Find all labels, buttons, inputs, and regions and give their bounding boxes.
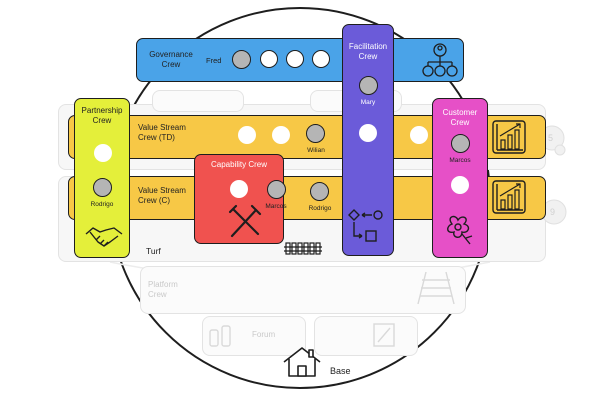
vs-td-slot-2 [272,126,290,144]
handshake-icon [85,227,123,247]
governance-title: Governance Crew [149,50,193,69]
capability-member-avatar[interactable] [267,180,286,199]
partnership-member-name: Rodrigo [90,201,114,208]
value-stream-td-title: Value Stream Crew (TD) [138,123,186,142]
top-left-ghost [152,90,244,112]
facilitation-member-name: Mary [360,99,376,106]
growth-chart-icon [492,180,526,214]
capability-slot-1 [230,180,248,198]
forum-right-ghost [314,316,418,356]
customer-member-name: Marcos [449,157,471,164]
platform-crew-ghost [140,266,466,314]
governance-slot-1 [260,50,278,68]
facilitation-title: Facilitation Crew [348,42,388,61]
tools-icon [228,204,262,238]
governance-member-name: Fred [206,56,222,65]
vs-td-member-name: Wilian [307,147,325,154]
badge-top-label: 5 [548,133,554,143]
platform-crew-label: Platform Crew [148,280,178,299]
base-label: Base [330,366,351,376]
org-chart-icon [422,43,458,77]
capability-member-name: Marcos [265,203,287,210]
governance-slot-3 [312,50,330,68]
badge-bottom-label: 9 [550,207,556,217]
customer-member-avatar[interactable] [451,134,470,153]
forum-left-ghost [202,316,306,356]
forum-label: Forum [252,330,276,339]
turf-label: Turf [146,246,161,256]
growth-chart-icon [492,120,526,154]
flow-icon [348,209,383,242]
customer-slot-1 [451,176,469,194]
facilitation-slot-1 [359,124,377,142]
partnership-slot-1 [94,144,112,162]
vs-td-slot-3 [410,126,428,144]
partnership-title: Partnership Crew [81,106,123,125]
capability-title: Capability Crew [210,160,268,169]
vs-td-member-avatar[interactable] [306,124,325,143]
governance-slot-2 [286,50,304,68]
flower-icon [447,215,473,245]
badge-top [539,125,566,156]
fence-icon [284,242,322,255]
customer-title: Customer Crew [442,108,478,127]
rail-icon [417,271,455,305]
vs-c-member-name: Rodrigo [308,205,332,212]
facilitation-member-avatar[interactable] [359,76,378,95]
value-stream-c-title: Value Stream Crew (C) [138,186,186,205]
forum-icon [209,325,231,347]
vs-c-member-avatar[interactable] [310,182,329,201]
partnership-member-avatar[interactable] [93,178,112,197]
edit-icon [373,323,395,347]
governance-member-avatar[interactable] [232,50,251,69]
house-icon [283,347,321,377]
vs-td-slot-1 [238,126,256,144]
